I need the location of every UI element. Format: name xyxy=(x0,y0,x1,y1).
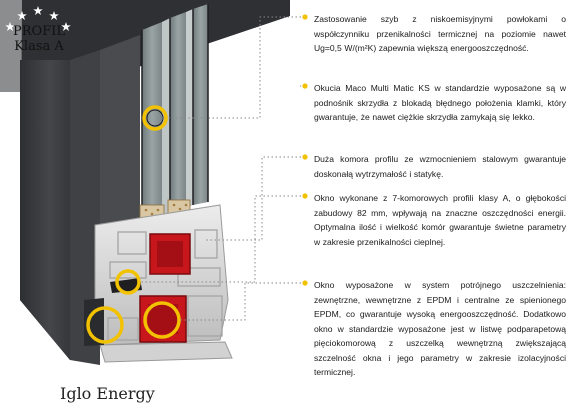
callout-ring-glass xyxy=(142,105,168,131)
bullet-dot-4 xyxy=(302,193,308,199)
pvc-frame-bottom xyxy=(99,341,233,363)
feature-text-hardware: Okucia Maco Multi Matic KS w standardzie… xyxy=(314,83,566,122)
leader-line-3 xyxy=(205,156,305,241)
product-name: Iglo Energy xyxy=(60,384,155,403)
badge-line-2: Klasa A xyxy=(14,39,64,54)
profile-class-badge: PROFIL Klasa A xyxy=(0,0,88,80)
feature-text-chambers: Okno wykonane z 7-komorowych profili kla… xyxy=(314,193,566,247)
glass-pane-1 xyxy=(142,22,162,222)
star-icon xyxy=(61,22,71,31)
bullet-dot-2 xyxy=(302,83,308,89)
callout-ring-outer-seal xyxy=(86,306,124,344)
inner-frame xyxy=(70,50,100,365)
bullet-dot-3 xyxy=(302,154,308,160)
bullet-dot-1 xyxy=(302,14,308,20)
feature-text-glazing: Zastosowanie szyb z niskoemisyjnymi powł… xyxy=(314,14,566,53)
badge-stars xyxy=(5,6,71,31)
star-icon xyxy=(5,22,15,31)
star-icon xyxy=(33,6,43,15)
outer-frame-side xyxy=(20,60,70,360)
badge-line-1: PROFIL xyxy=(13,24,65,39)
leader-line-4 xyxy=(139,195,305,283)
leader-line-1 xyxy=(166,16,305,119)
feature-text-seals: Okno wyposażone w system potrójnego uszc… xyxy=(314,280,566,377)
bullet-dot-5 xyxy=(302,280,308,286)
sash-outer xyxy=(100,35,140,235)
glass-pane-3 xyxy=(193,4,208,205)
glass-pane-2 xyxy=(170,12,186,212)
callout-ring-reinforcement xyxy=(143,301,181,339)
star-icon xyxy=(49,11,59,20)
callout-ring-gasket xyxy=(115,269,141,295)
feature-text-reinforcement: Duża komora profilu ze wzmocnieniem stal… xyxy=(314,154,566,179)
star-icon xyxy=(17,11,27,20)
glass-spacer-2 xyxy=(186,9,193,208)
